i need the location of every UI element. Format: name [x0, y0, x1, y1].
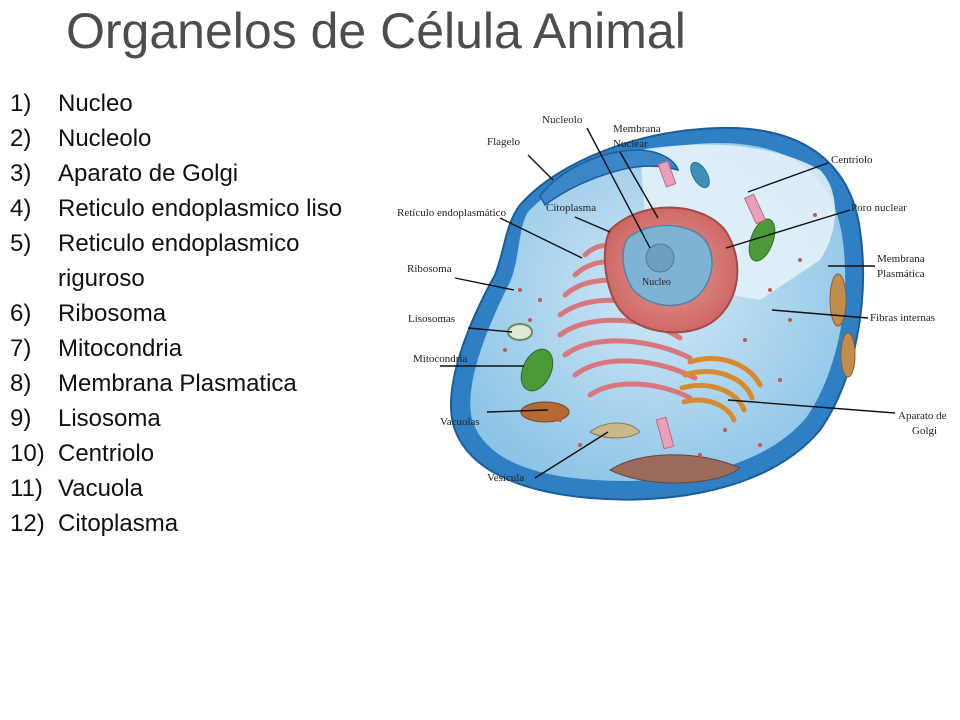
list-item: 3) Aparato de Golgi — [10, 156, 388, 191]
mitochondria — [520, 161, 856, 392]
label-vesicula: Vesícula — [487, 472, 524, 484]
list-text: Vacuola — [58, 475, 143, 502]
label-poro-nuclear: Poro nuclear — [851, 202, 907, 214]
leader-lines — [440, 127, 896, 479]
flagellum — [539, 149, 680, 207]
centrioles — [655, 160, 767, 450]
list-number: 8) — [10, 370, 32, 397]
list-number: 4) — [10, 195, 32, 222]
label-membrana-nuclear-2: Nuclear — [613, 138, 648, 150]
nucleolus — [645, 243, 675, 273]
list-text: Reticulo endoplasmico liso — [58, 195, 343, 222]
lower-structure — [609, 454, 741, 484]
list-item: 11) Vacuola — [10, 471, 388, 506]
label-membrana-plasmatica-2: Plasmática — [877, 268, 925, 280]
list-number: 6) — [10, 300, 32, 327]
list-number: 10) — [10, 440, 45, 467]
list-number: 2) — [10, 125, 32, 152]
label-centriolo: Centriolo — [831, 154, 873, 166]
list-text: Aparato de Golgi — [58, 160, 239, 187]
list-number: 3) — [10, 160, 32, 187]
list-item: 10) Centriolo — [10, 436, 388, 471]
vacuole — [520, 401, 570, 423]
list-text: Mitocondria — [58, 335, 183, 362]
label-membrana-nuclear-1: Membrana — [613, 123, 661, 135]
golgi-apparatus — [679, 356, 763, 423]
list-text: Nucleo — [58, 90, 133, 117]
list-number: 1) — [10, 90, 32, 117]
label-vacuolas: Vacuolas — [440, 416, 480, 428]
list-item: 1) Nucleo — [10, 86, 388, 121]
list-text: Citoplasma — [58, 510, 179, 537]
list-text: Centriolo — [58, 440, 155, 467]
list-item: 7) Mitocondria — [10, 331, 388, 366]
list-text: Reticulo endoplasmico riguroso — [58, 230, 300, 292]
list-item: 8) Membrana Plasmatica — [10, 366, 388, 401]
list-number: 12) — [10, 510, 45, 537]
label-nucleolo: Nucleolo — [542, 114, 583, 126]
label-lisosomas: Lisosomas — [408, 313, 455, 325]
label-aparato-golgi-2: Golgi — [912, 425, 937, 437]
list-item: 9) Lisosoma — [10, 401, 388, 436]
list-text: Ribosoma — [58, 300, 167, 327]
list-item: 6) Ribosoma — [10, 296, 388, 331]
label-mitocondria: Mitocondria — [413, 353, 467, 365]
list-number: 7) — [10, 335, 32, 362]
label-ribosoma: Ribosoma — [407, 263, 452, 275]
list-item: 5) Reticulo endoplasmico riguroso — [10, 226, 388, 296]
list-number: 9) — [10, 405, 32, 432]
vesicle — [589, 422, 641, 439]
page-title: Organelos de Célula Animal — [66, 3, 686, 59]
label-aparato-golgi-1: Aparato de — [898, 410, 947, 422]
list-text: Nucleolo — [58, 125, 152, 152]
list-item: 4) Reticulo endoplasmico liso — [10, 191, 388, 226]
list-number: 11) — [10, 475, 43, 502]
organelle-list: 1) Nucleo 2) Nucleolo 3) Aparato de Golgi 4… — [10, 86, 388, 541]
list-text: Lisosoma — [58, 405, 161, 432]
list-item: 12) Citoplasma — [10, 506, 388, 541]
list-item: 2) Nucleolo — [10, 121, 388, 156]
list-text: Membrana Plasmatica — [58, 370, 297, 397]
label-flagelo: Flagelo — [487, 136, 520, 148]
label-membrana-plasmatica-1: Membrana — [877, 253, 925, 265]
label-fibras-internas: Fibras internas — [870, 312, 935, 324]
label-reticulo: Retículo endoplasmático — [397, 207, 507, 219]
ribosomes — [503, 213, 817, 457]
label-nucleo: Nucleo — [642, 277, 671, 288]
label-citoplasma: Citoplasma — [546, 202, 596, 214]
list-number: 5) — [10, 230, 32, 257]
